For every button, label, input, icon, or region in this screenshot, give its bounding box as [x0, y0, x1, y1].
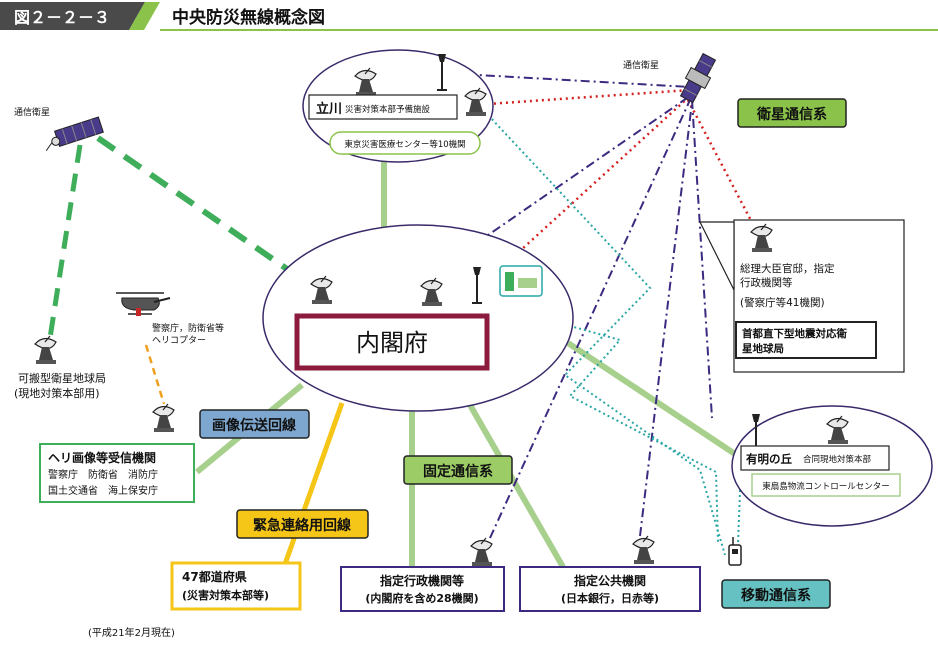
satellite-right: 通信衛星 — [623, 52, 717, 104]
mobile-link-tachikawa — [443, 67, 726, 556]
fixed-system-label: 固定通信系 — [423, 463, 493, 480]
tachikawa-box — [308, 94, 458, 120]
metro-quake-line2: 星地球局 — [742, 342, 784, 355]
heli-receiver-group: ヘリ画像等受信機関 警察庁 防衛省 消防庁 国土交通省 海上保安庁 — [39, 403, 195, 503]
prefectures-line1: 47都道府県 — [182, 569, 247, 584]
fixed-line-designated-public — [467, 403, 566, 569]
purple-link-designated-public — [639, 101, 693, 537]
satellite-left: 通信衛星 — [14, 106, 104, 152]
helicopter-group: 警察庁，防衛省等 ヘリコプター — [116, 292, 224, 346]
image-system-badge — [199, 409, 310, 439]
tokyo-logistics-box — [751, 473, 901, 497]
satellite-icon — [45, 116, 104, 152]
helicopter-line1: 警察庁，防衛省等 — [152, 322, 224, 334]
satellite-system-label: 衛星通信系 — [756, 106, 827, 123]
helicopter-icon — [116, 292, 171, 316]
ground-station-icon — [34, 335, 57, 365]
helicopter-line2: ヘリコプター — [152, 335, 206, 346]
date-note: (平成21年2月現在) — [88, 626, 175, 639]
mobile-system-label: 移動通信系 — [741, 587, 811, 604]
parabolic-antenna-icon — [470, 537, 493, 567]
red-link-cabinet — [509, 95, 691, 261]
figure-header: 図２－２－３ 中央防災無線概念図 — [0, 2, 938, 31]
emergency-system-badge — [236, 509, 369, 539]
cabinet-office-box — [294, 313, 490, 371]
satellite-link-portable — [47, 144, 83, 339]
satellite-left-label: 通信衛星 — [14, 106, 50, 118]
cabinet-office-label: 内閣府 — [356, 329, 428, 357]
red-link-tachikawa — [487, 88, 691, 106]
designated-admin-group: 指定行政機関等 (内閣府を含め28機関) — [340, 537, 505, 612]
portable-station-line2: (現地対策本部用) — [14, 386, 100, 400]
mobile-link-ariake — [737, 489, 741, 546]
ariake-name: 有明の丘 — [746, 452, 792, 466]
designated-admin-box — [340, 566, 505, 612]
pm-office-callout — [699, 221, 735, 291]
portable-station: 可搬型衛星地球局 (現地対策本部用) — [14, 335, 106, 400]
header-accent-stripe — [129, 2, 160, 30]
designated-public-line1: 指定公共機関 — [574, 573, 646, 588]
metro-quake-line1: 首都直下型地震対応衛 — [742, 327, 847, 340]
ariake-sub: 合同現地対策本部 — [803, 454, 872, 465]
system-labels: 衛星通信系 画像伝送回線 緊急連絡用回線 固定通信系 移動通信系 — [199, 98, 847, 609]
pm-office-group: 総理大臣官邸，指定 行政機関等 (警察庁等41機関) 首都直下型地震対応衛 星地… — [699, 219, 905, 373]
metro-quake-box — [735, 321, 877, 359]
pm-office-line1: 総理大臣官邸，指定 — [740, 262, 835, 275]
designated-public-line2: (日本銀行，日赤等) — [561, 591, 659, 605]
tachikawa-name: 立川 — [316, 101, 342, 117]
cabinet-office-group: 内閣府 — [262, 224, 574, 412]
radio-device-icon — [499, 265, 543, 297]
satellite-system-badge — [737, 98, 847, 128]
parabolic-antenna-icon — [152, 403, 175, 433]
heli-receiver-title: ヘリ画像等受信機関 — [48, 450, 156, 465]
purple-link-tachikawa — [371, 68, 691, 88]
emergency-system-label: 緊急連絡用回線 — [253, 517, 351, 534]
handheld-radio-icon — [728, 537, 742, 566]
purple-link-ariake — [691, 99, 713, 419]
heli-receiver-line2: 国土交通省 海上保安庁 — [48, 484, 158, 497]
ariake-group: 有明の丘 合同現地対策本部 東扇島物流コントロールセンター — [731, 405, 933, 527]
designated-admin-line1: 指定行政機関等 — [380, 573, 464, 588]
fixed-line-ariake — [566, 340, 740, 459]
figure-title: 中央防災無線概念図 — [172, 7, 325, 28]
header-figure-bar — [0, 2, 145, 30]
tokyo-logistics-label: 東扇島物流コントロールセンター — [762, 481, 890, 492]
figure-number: 図２－２－３ — [14, 8, 110, 27]
designated-admin-line2: (内閣府を含め28機関) — [365, 591, 478, 605]
mobile-link-cabinet — [477, 299, 719, 544]
purple-link-designated-admin — [489, 99, 691, 539]
helicopter-link — [144, 344, 166, 405]
tokyo-medical-pill — [329, 131, 481, 155]
prefectures-box — [170, 561, 302, 611]
image-system-label: 画像伝送回線 — [212, 417, 296, 434]
tachikawa-group: 立川 災害対策本部予備施設 東京災害医療センター等10機関 — [302, 49, 494, 163]
prefectures-line2: (災害対策本部等) — [182, 588, 269, 602]
emergency-line-prefectures — [281, 402, 345, 568]
pm-office-line3: (警察庁等41機関) — [740, 296, 825, 309]
prefectures-group: 47都道府県 (災害対策本部等) — [170, 561, 302, 611]
mobile-system-badge — [721, 579, 831, 609]
satellite-link-cabinet — [96, 135, 302, 281]
tachikawa-sub: 災害対策本部予備施設 — [345, 104, 431, 115]
portable-station-line1: 可搬型衛星地球局 — [18, 371, 106, 385]
heli-receiver-line1: 警察庁 防衛省 消防庁 — [48, 468, 158, 481]
satellite-icon — [679, 52, 717, 104]
fixed-system-badge — [403, 455, 513, 485]
ariake-box — [740, 445, 890, 471]
red-link-pm-office — [686, 99, 759, 233]
designated-public-box — [519, 566, 701, 612]
pm-office-line2: 行政機関等 — [740, 276, 793, 289]
parabolic-antenna-icon — [632, 535, 655, 565]
tokyo-medical-label: 東京災害医療センター等10機関 — [344, 139, 465, 150]
satellite-right-label: 通信衛星 — [623, 59, 659, 71]
designated-public-group: 指定公共機関 (日本銀行，日赤等) — [519, 535, 701, 612]
heli-receiver-box — [39, 443, 195, 503]
